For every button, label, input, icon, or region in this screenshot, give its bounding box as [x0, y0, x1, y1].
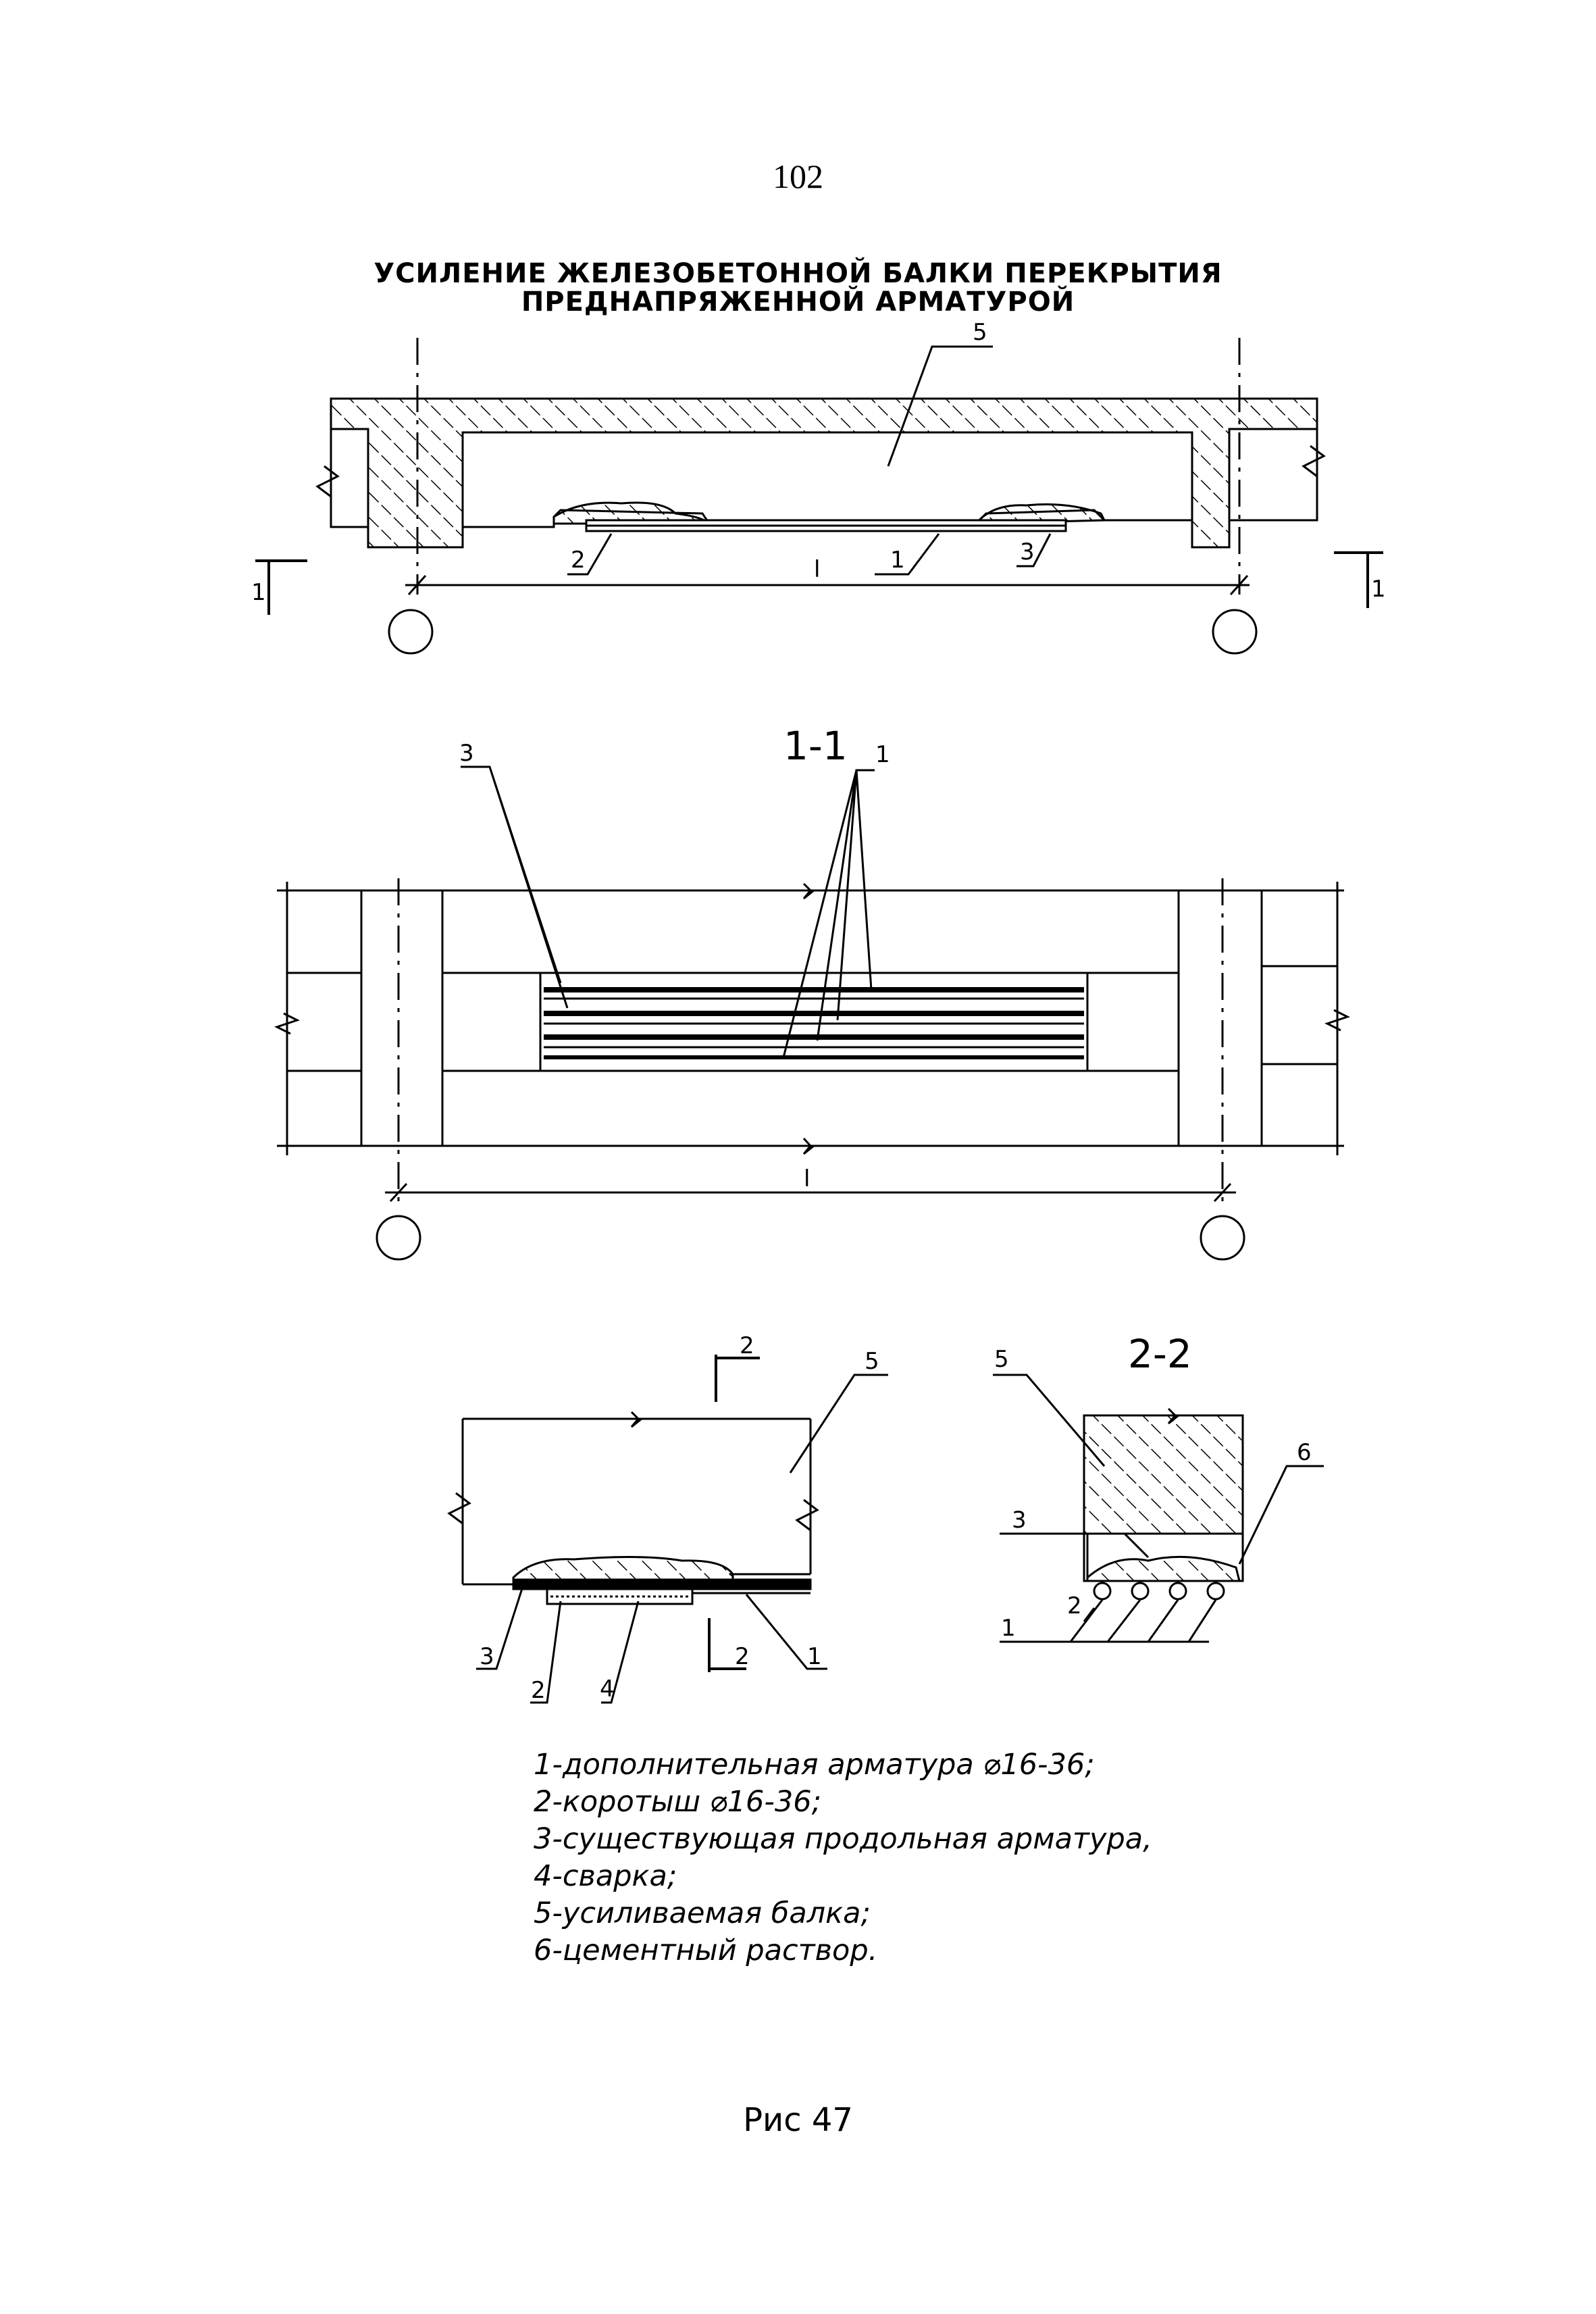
section-title-2-2: 2-2	[1128, 1331, 1192, 1377]
rebar	[1206, 1582, 1225, 1601]
legend: 1-дополнительная арматура ⌀16-36; 2-коро…	[534, 1746, 1152, 1969]
callout-2: 2	[1067, 1592, 1082, 1619]
rebar	[1168, 1582, 1187, 1601]
callout-2: 2	[571, 547, 586, 574]
leader-6	[1238, 1465, 1324, 1565]
leader-3	[1016, 533, 1052, 568]
leader-4	[601, 1601, 640, 1704]
leader-3	[461, 765, 569, 1009]
section-mark-2-bottom: 2	[735, 1643, 750, 1670]
cement-lump-right	[973, 503, 1106, 525]
cross-section-view	[993, 1374, 1324, 1643]
section-mark-2-top: 2	[740, 1332, 754, 1359]
cement-lump	[512, 1555, 734, 1581]
axis-bubble-right	[1200, 1215, 1245, 1261]
leader-3	[1000, 1532, 1150, 1559]
figure-caption: Рис 47	[743, 2101, 853, 2139]
leader-3	[476, 1584, 525, 1670]
callout-3: 3	[1020, 538, 1035, 565]
short-bar	[546, 1588, 694, 1605]
page-number: 102	[773, 157, 823, 195]
leader-1	[782, 769, 875, 1058]
span-label: l	[804, 1165, 810, 1192]
legend-item: 6-цементный раствор.	[534, 1934, 878, 1967]
callout-3: 3	[459, 740, 474, 767]
cement-mortar	[1086, 1555, 1241, 1582]
axis-bubble-right	[1212, 609, 1258, 655]
detail-view	[447, 1355, 888, 1704]
right-break	[1302, 445, 1326, 478]
callout-1: 1	[890, 547, 905, 574]
section-mark-1-right: 1	[1371, 576, 1386, 603]
leader-2	[567, 533, 613, 576]
cement-lump-left	[552, 501, 712, 525]
callout-5: 5	[973, 319, 987, 346]
rebar	[1093, 1582, 1112, 1601]
callout-2: 2	[531, 1677, 546, 1704]
section-mark-left	[255, 559, 307, 615]
legend-item: 4-сварка;	[534, 1859, 677, 1893]
leader-5	[789, 1374, 888, 1474]
leader-1	[745, 1594, 827, 1670]
leader-5	[887, 345, 993, 467]
callout-1: 1	[807, 1643, 822, 1670]
drawing-title-line-1: УСИЛЕНИЕ ЖЕЛЕЗОБЕТОННОЙ БАЛКИ ПЕРЕКРЫТИЯ	[374, 258, 1222, 289]
leader-5	[993, 1374, 1106, 1467]
section-mark-1-left: 1	[251, 579, 266, 606]
elevation-view	[255, 338, 1383, 655]
right-wall-edge	[1229, 429, 1318, 522]
drawing-title-line-2: ПРЕДНАПРЯЖЕННОЙ АРМАТУРОЙ	[521, 286, 1075, 318]
rebar-stack	[539, 972, 1089, 1072]
section-mark-right	[1334, 551, 1383, 608]
callout-1: 1	[875, 741, 890, 768]
callout-3: 3	[1012, 1507, 1027, 1534]
section-mark-top	[715, 1355, 760, 1402]
legend-item: 1-дополнительная арматура ⌀16-36;	[534, 1748, 1095, 1782]
section-mark-bottom	[708, 1618, 746, 1672]
plan-view	[274, 765, 1350, 1261]
callout-5: 5	[865, 1348, 879, 1375]
callout-4: 4	[600, 1676, 615, 1703]
legend-item: 2-коротыш ⌀16-36;	[534, 1785, 822, 1819]
axis-bubble-left	[376, 1215, 421, 1261]
legend-item: 5-усиливаемая балка;	[534, 1896, 871, 1930]
leader-2	[530, 1601, 562, 1704]
rebar	[1131, 1582, 1150, 1601]
legend-item: 3-существующая продольная арматура,	[534, 1822, 1152, 1856]
callout-3: 3	[480, 1643, 494, 1670]
leader-1	[1000, 1599, 1217, 1643]
span-label: l	[814, 556, 821, 583]
leader-2	[1083, 1607, 1096, 1622]
left-break	[315, 465, 340, 498]
leader-1	[875, 533, 940, 576]
left-wall-edge	[330, 429, 368, 528]
axis-bubble-left	[388, 609, 434, 655]
callout-1: 1	[1001, 1615, 1016, 1642]
callout-5: 5	[994, 1346, 1009, 1373]
callout-6: 6	[1297, 1439, 1312, 1466]
section-title-1-1: 1-1	[783, 723, 848, 769]
